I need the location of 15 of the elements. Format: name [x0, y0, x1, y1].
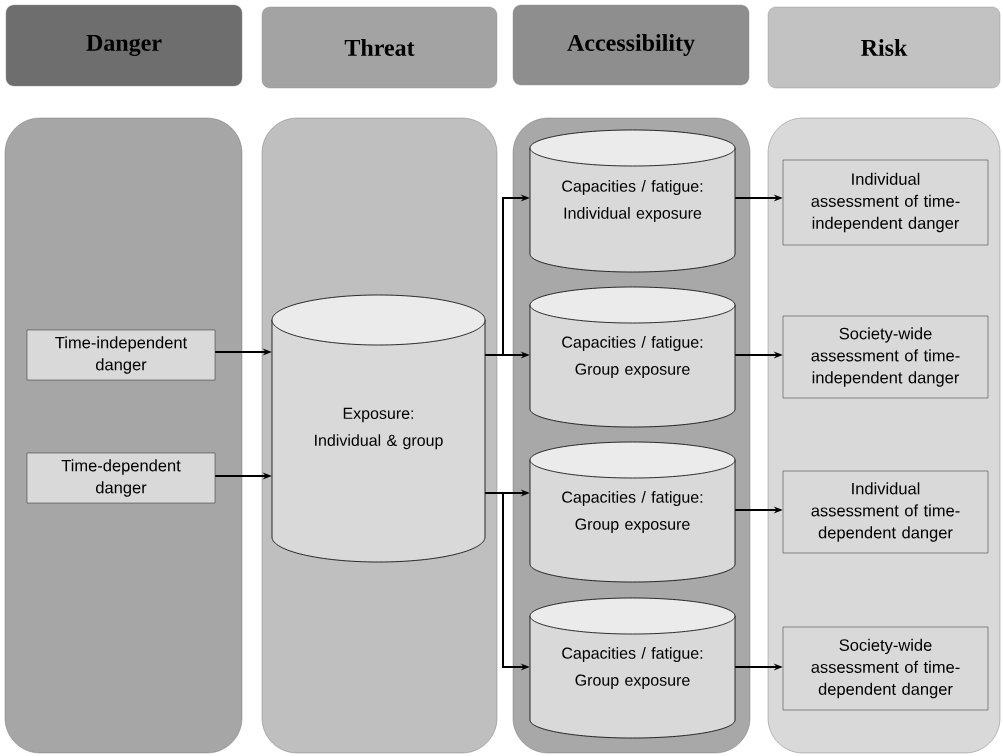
cylinder: Capacities / fatigue: Individual exposure	[529, 129, 736, 273]
cylinder: Capacities / fatigue: Group exposure	[529, 597, 736, 739]
cylinder: Exposure: Individual & group	[271, 294, 486, 563]
column-header: Accessibility	[512, 4, 750, 86]
text-box: Society-wide assessment of time-independent danger	[782, 315, 989, 399]
text-box: Time-dependent danger	[26, 452, 216, 504]
text-box: Individual assessment of time-dependent danger	[782, 470, 989, 554]
cylinder: Capacities / fatigue: Group exposure	[529, 286, 736, 428]
text-box: Individual assessment of time-independent danger	[782, 159, 989, 246]
text-box: Society-wide assessment of time-dependent danger	[782, 626, 989, 711]
cylinder: Capacities / fatigue: Group exposure	[529, 441, 736, 583]
column-header: Risk	[767, 6, 1001, 89]
column-header: Threat	[261, 6, 498, 89]
column-header: Danger	[5, 4, 243, 87]
text-box: Time-independent danger	[26, 329, 216, 381]
